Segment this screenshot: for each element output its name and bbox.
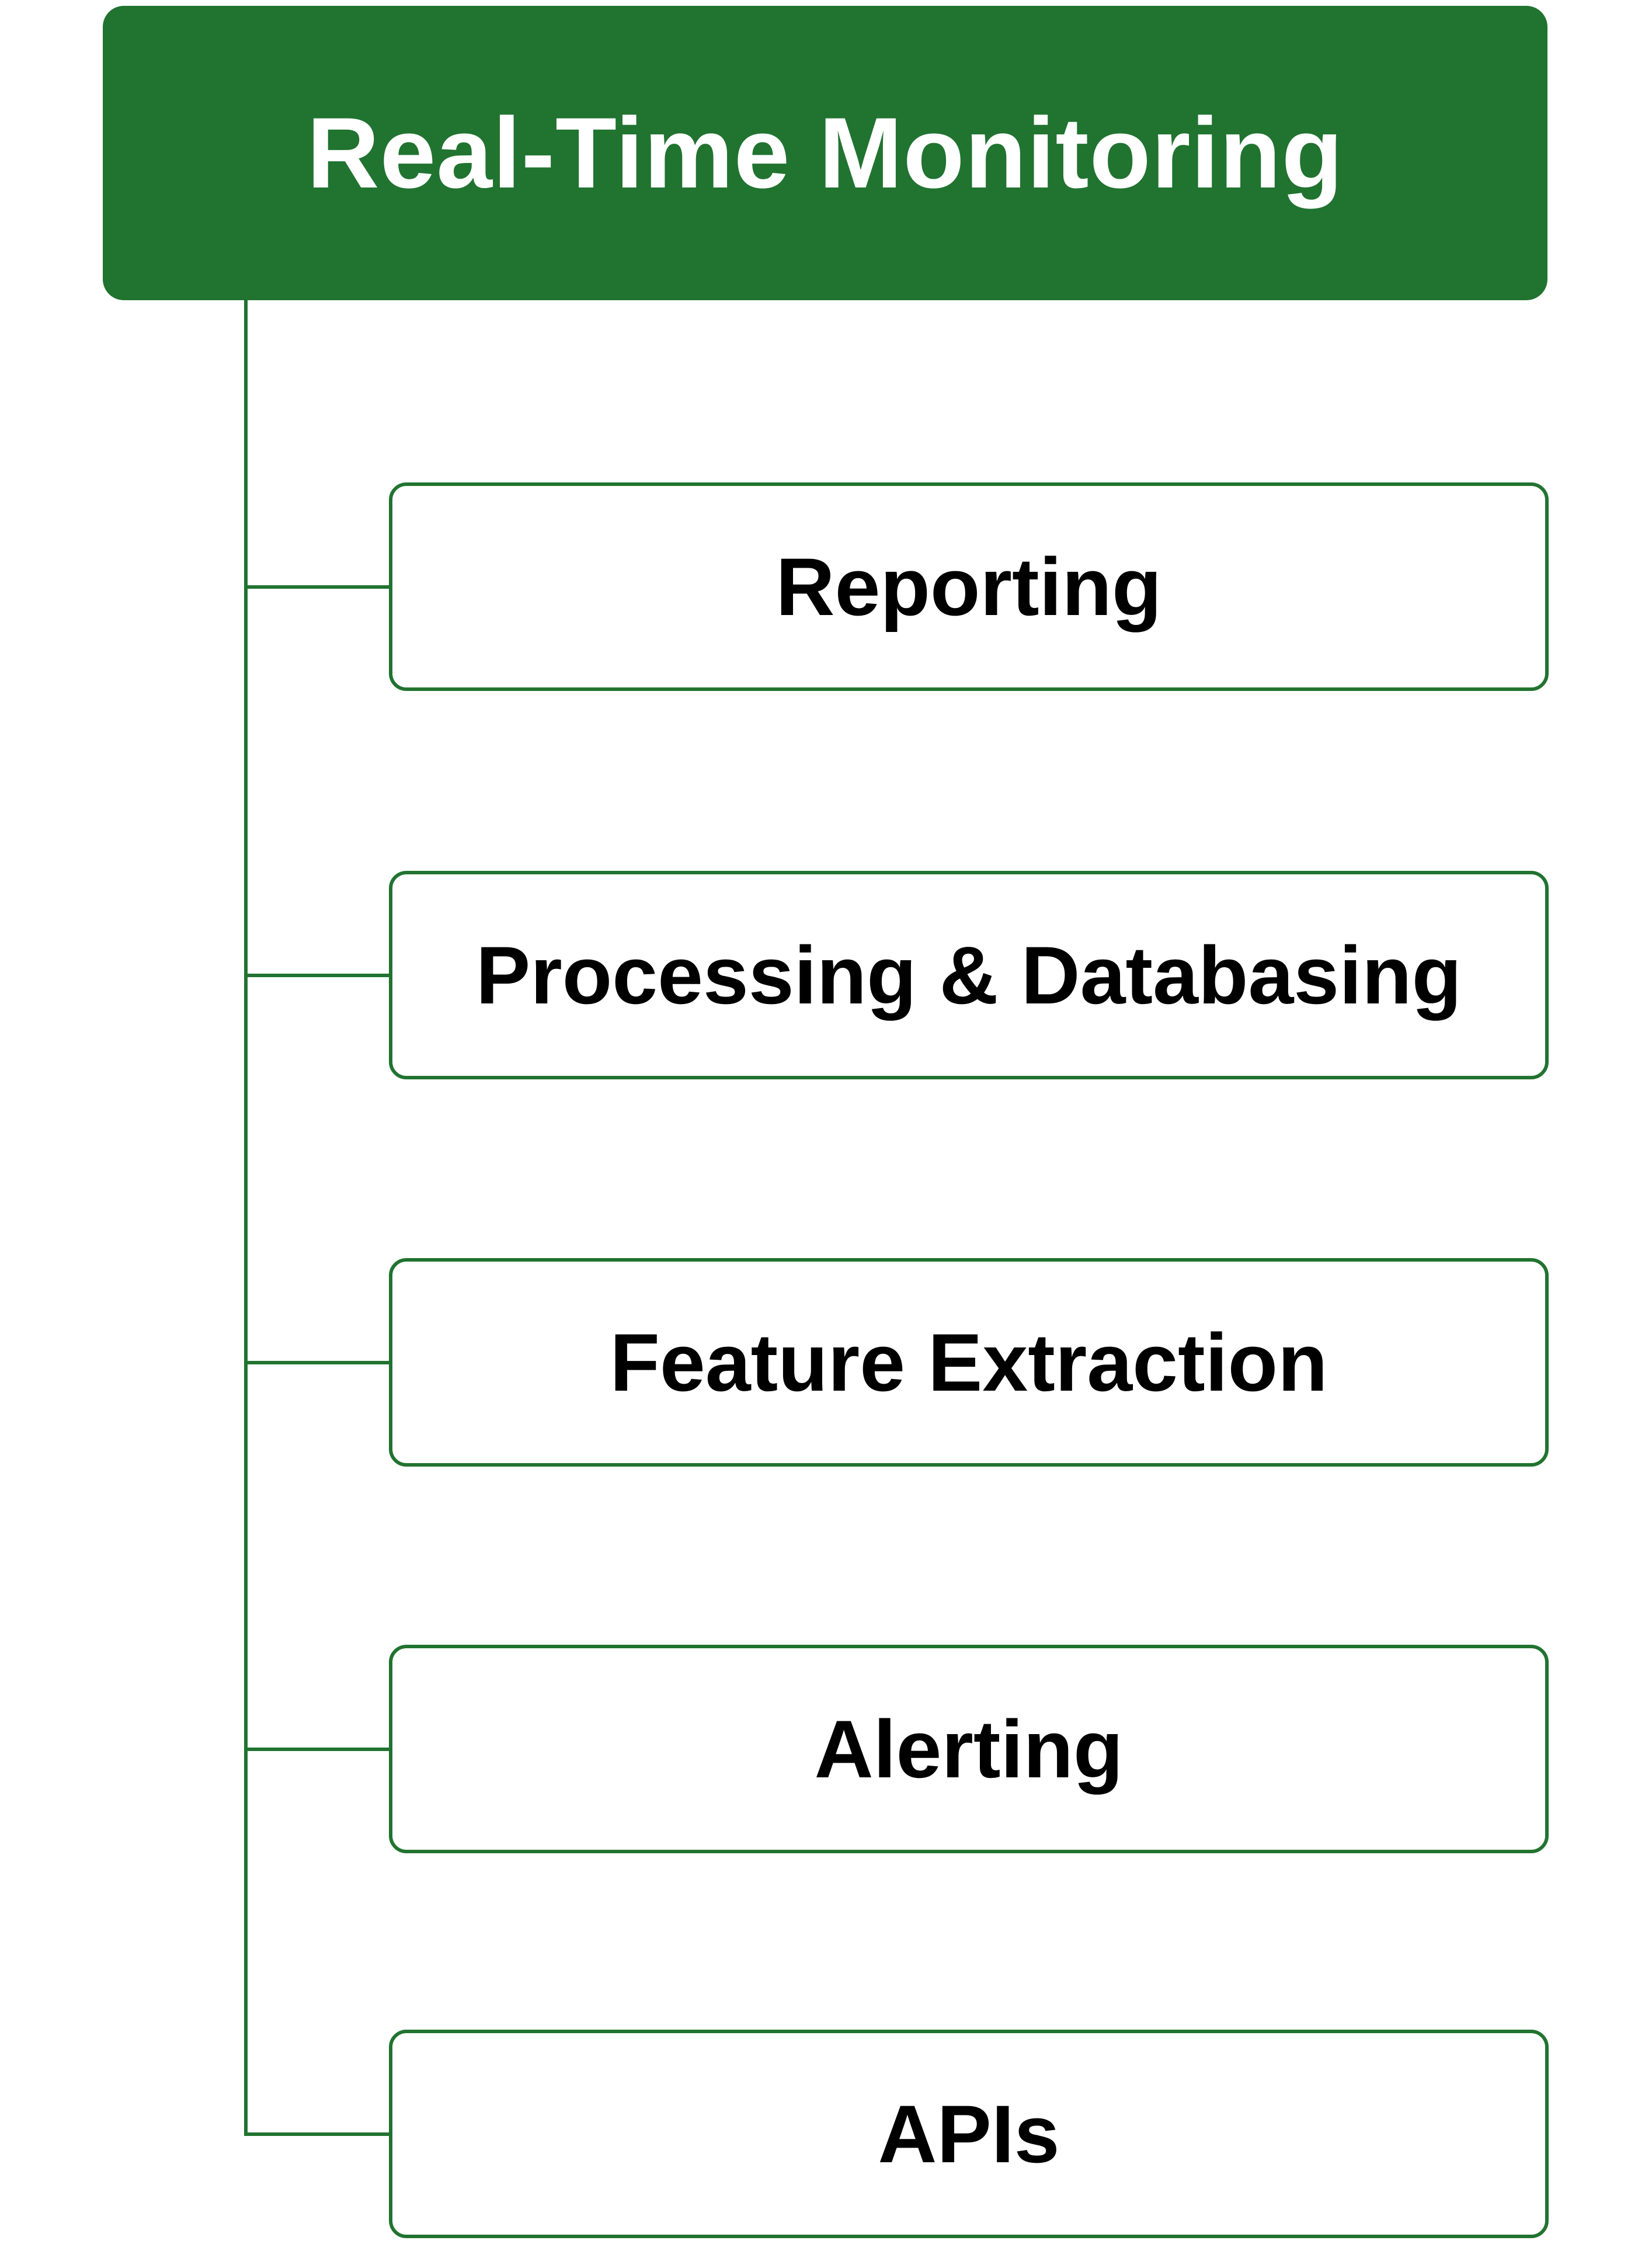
root-title: Real-Time Monitoring [307, 97, 1344, 209]
child-node-alerting: Alerting [389, 1645, 1549, 1853]
child-node-processing-databasing: Processing & Databasing [389, 871, 1549, 1079]
connector-trunk [244, 300, 248, 2134]
root-node: Real-Time Monitoring [103, 6, 1547, 300]
child-node-label: Processing & Databasing [475, 929, 1462, 1021]
connector-branch-processing-databasing [244, 974, 391, 977]
child-node-reporting: Reporting [389, 482, 1549, 691]
child-node-apis: APIs [389, 2030, 1549, 2238]
connector-branch-feature-extraction [244, 1361, 391, 1364]
child-node-label: Feature Extraction [610, 1316, 1328, 1408]
child-node-label: Alerting [814, 1703, 1124, 1795]
child-node-label: APIs [878, 2087, 1060, 2180]
connector-branch-apis [244, 2132, 391, 2136]
child-node-label: Reporting [775, 540, 1162, 633]
connector-branch-alerting [244, 1748, 391, 1751]
connector-branch-reporting [244, 585, 391, 589]
child-node-feature-extraction: Feature Extraction [389, 1258, 1549, 1467]
